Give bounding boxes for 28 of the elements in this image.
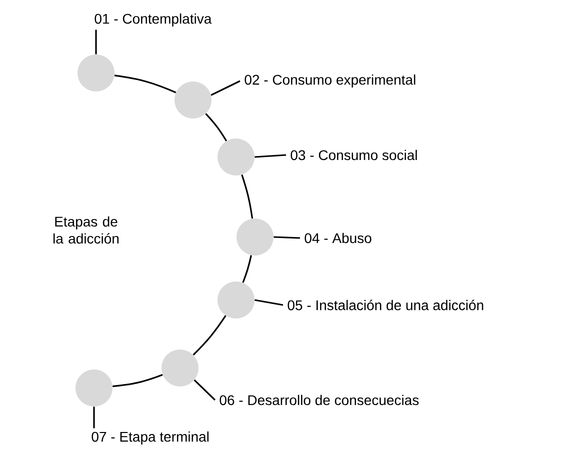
- stage-circle: [76, 370, 112, 406]
- stage-circle: [218, 281, 254, 318]
- stage-circle: [162, 350, 198, 386]
- stage-label: 07 - Etapa terminal: [92, 431, 209, 444]
- connector-line: [192, 315, 226, 356]
- leader-line: [254, 154, 286, 158]
- stage-label: 02 - Consumo experimental: [244, 74, 416, 88]
- connector-line: [241, 174, 254, 219]
- leader-line: [210, 80, 240, 96]
- stage-label: 03 - Consumo social: [290, 150, 417, 160]
- stage-label: 06 - Desarrollo de consecuecias: [220, 394, 419, 406]
- connector-line: [112, 374, 163, 388]
- connector-line: [114, 74, 176, 94]
- connector-line: [242, 255, 252, 283]
- stage-label: 04 - Abuso: [304, 232, 372, 244]
- leader-line: [194, 379, 216, 401]
- leader-line: [274, 236, 300, 239]
- connector-line: [205, 113, 228, 142]
- stage-circle: [78, 54, 114, 92]
- stage-circle: [236, 218, 274, 256]
- stage-circle: [174, 82, 212, 118]
- stage-label: 01 - Contemplativa: [94, 13, 212, 27]
- leader-line: [254, 299, 284, 306]
- leader-line: [93, 406, 95, 428]
- leader-line: [95, 30, 97, 54]
- stage-label: 05 - Instalación de una adicción: [288, 300, 484, 310]
- diagram-title: Etapas de la adicción: [53, 216, 119, 244]
- stage-circle: [218, 138, 254, 176]
